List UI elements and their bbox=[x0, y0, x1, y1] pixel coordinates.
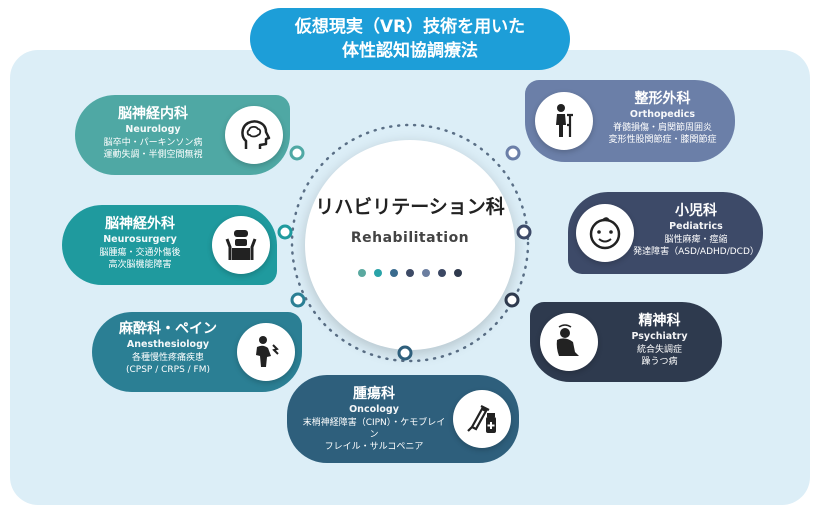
dept-title: 腫瘍科 bbox=[353, 386, 395, 402]
dot bbox=[422, 269, 430, 277]
dept-desc: フレイル・サルコペニア bbox=[324, 442, 424, 452]
node-anesthesiology bbox=[290, 292, 306, 308]
dept-desc: 脳性麻痺・痙縮 bbox=[664, 235, 728, 245]
dept-en: Neurology bbox=[125, 124, 181, 135]
dept-en: Neurosurgery bbox=[103, 234, 177, 245]
card-anesthesiology: 麻酔科・ペイン Anesthesiology 各種慢性疼痛疾患 (CPSP / … bbox=[92, 312, 302, 392]
dot bbox=[390, 269, 398, 277]
dept-desc: 躁うつ病 bbox=[641, 357, 678, 367]
card-neurosurgery: 脳神経外科 Neurosurgery 脳腫瘍・交通外傷後 高次脳機能障害 bbox=[62, 205, 277, 285]
title-line-1: 仮想現実（VR）技術を用いた bbox=[294, 17, 526, 37]
baby-face-icon bbox=[576, 204, 634, 262]
dot bbox=[438, 269, 446, 277]
surgeon-icon bbox=[212, 216, 270, 274]
crutch-person-icon bbox=[535, 92, 593, 150]
dept-title: 脳神経外科 bbox=[105, 216, 175, 232]
pain-person-icon bbox=[237, 323, 295, 381]
dept-title: 精神科 bbox=[638, 313, 681, 329]
dept-desc: 各種慢性疼痛疾患 bbox=[131, 353, 204, 363]
card-psychiatry: 精神科 Psychiatry 統合失調症 躁うつ病 bbox=[530, 302, 722, 382]
center-circle: リハビリテーション科 Rehabilitation bbox=[305, 140, 515, 350]
dept-en: Oncology bbox=[349, 404, 399, 415]
brain-head-icon bbox=[225, 106, 283, 164]
center-title-en: Rehabilitation bbox=[350, 230, 470, 246]
dept-title: 麻酔科・ペイン bbox=[119, 321, 217, 337]
distressed-person-icon bbox=[540, 313, 598, 371]
card-oncology: 腫瘍科 Oncology 末梢神経障害（CIPN）・ケモブレイン フレイル・サル… bbox=[287, 375, 519, 463]
dept-desc: (CPSP / CRPS / FM) bbox=[125, 365, 210, 375]
title-line-2: 体性認知協調療法 bbox=[342, 41, 478, 61]
dept-title: 整形外科 bbox=[634, 91, 691, 107]
dept-desc: 脳腫瘍・交通外傷後 bbox=[99, 248, 181, 258]
dept-en: Orthopedics bbox=[629, 109, 696, 120]
node-neurology bbox=[289, 145, 305, 161]
card-pediatrics: 小児科 Pediatrics 脳性麻痺・痙縮 発達障害（ASD/ADHD/DCD… bbox=[568, 192, 763, 274]
node-pediatrics bbox=[516, 224, 532, 240]
dept-en: Anesthesiology bbox=[126, 339, 210, 350]
syringe-vial-icon bbox=[453, 390, 511, 448]
dept-en: Pediatrics bbox=[669, 221, 723, 232]
node-psychiatry bbox=[504, 292, 520, 308]
connector-ring bbox=[290, 123, 530, 363]
dept-title: 脳神経内科 bbox=[118, 106, 188, 122]
dept-title: 小児科 bbox=[675, 203, 717, 219]
node-orthopedics bbox=[505, 145, 521, 161]
dept-desc: 高次脳機能障害 bbox=[108, 260, 172, 270]
center-title-jp: リハビリテーション科 bbox=[315, 196, 505, 218]
node-neurosurgery bbox=[277, 224, 293, 240]
dot bbox=[406, 269, 414, 277]
dept-desc: 脊髄損傷・肩関節周囲炎 bbox=[612, 123, 712, 133]
center-dots bbox=[305, 262, 515, 281]
dot bbox=[358, 269, 366, 277]
dept-desc: 脳卒中・パーキンソン病 bbox=[103, 138, 203, 148]
dept-en: Psychiatry bbox=[631, 331, 688, 342]
page-title: 仮想現実（VR）技術を用いた 体性認知協調療法 bbox=[250, 8, 570, 70]
dept-desc: 発達障害（ASD/ADHD/DCD） bbox=[633, 247, 759, 257]
card-orthopedics: 整形外科 Orthopedics 脊髄損傷・肩関節周囲炎 変形性股関節症・膝関節… bbox=[525, 80, 735, 162]
dept-desc: 末梢神経障害（CIPN）・ケモブレイン bbox=[302, 418, 446, 440]
dot bbox=[454, 269, 462, 277]
dept-desc: 統合失調症 bbox=[636, 345, 682, 355]
card-neurology: 脳神経内科 Neurology 脳卒中・パーキンソン病 運動失調・半側空間無視 bbox=[75, 95, 290, 175]
dot bbox=[374, 269, 382, 277]
dept-desc: 変形性股関節症・膝関節症 bbox=[608, 135, 717, 145]
node-oncology bbox=[397, 345, 413, 361]
dept-desc: 運動失調・半側空間無視 bbox=[103, 150, 203, 160]
